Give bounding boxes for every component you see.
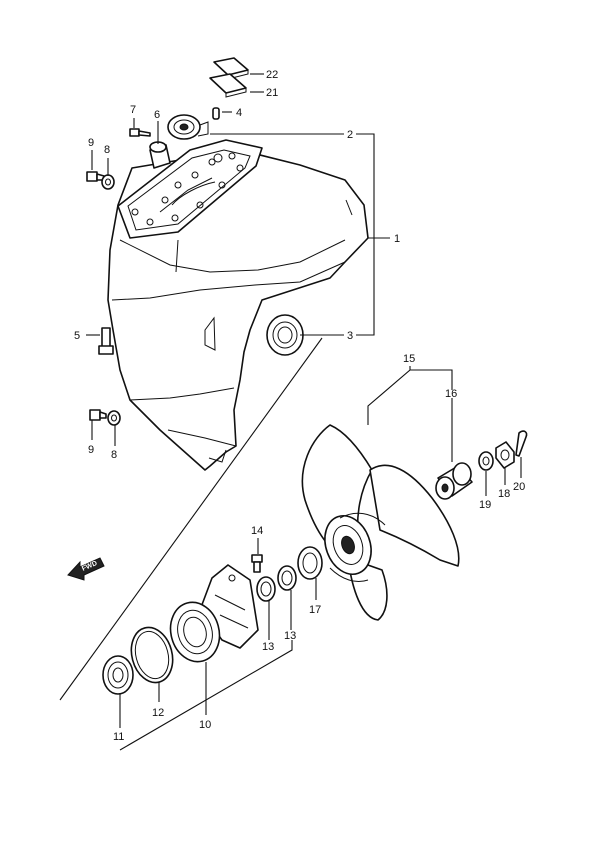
drain-screw-bottom: [89, 409, 107, 421]
callout-20: 20: [513, 481, 525, 493]
bearing-housing: [169, 564, 259, 663]
callout-22: 22: [266, 69, 278, 81]
callout-19: 19: [479, 499, 491, 511]
callout-12: 12: [152, 707, 164, 719]
forward-arrow: FWD: [67, 557, 105, 581]
propeller: [301, 424, 460, 621]
dowel-pin: [212, 107, 220, 120]
gasket-washer-top: [101, 174, 115, 190]
oil-seal-13a: [256, 576, 276, 602]
callout-15: 15: [403, 353, 415, 365]
callout-13-left: 13: [262, 641, 274, 653]
callout-6: 6: [154, 109, 160, 121]
mounting-flange-plate: [117, 139, 263, 239]
callout-7: 7: [130, 104, 136, 116]
callout-labels: 22 21 4 7 6 2 9 8 1 5 3 15 16 9 8 18 20 …: [74, 69, 525, 743]
callout-10: 10: [199, 719, 211, 731]
gasket-washer-bottom: [107, 410, 121, 426]
oil-seal-17: [297, 546, 323, 580]
callout-2: 2: [347, 129, 353, 141]
propeller-spacer: [435, 462, 473, 500]
shim-21: [209, 73, 247, 98]
oil-seal-3: [266, 314, 304, 356]
ball-bearing: [167, 114, 209, 140]
callout-8-top: 8: [104, 144, 110, 156]
callout-4: 4: [236, 107, 242, 119]
bolt-14: [251, 554, 263, 573]
bushing: [149, 141, 171, 169]
callout-11: 11: [113, 731, 124, 743]
propeller-nut: [495, 441, 515, 469]
callout-13-right: 13: [284, 630, 296, 642]
callout-1: 1: [394, 233, 400, 245]
callout-14: 14: [251, 525, 263, 537]
ball-bearing-11: [102, 655, 134, 695]
callout-5: 5: [74, 330, 80, 342]
callout-3: 3: [347, 330, 353, 342]
callout-18: 18: [498, 488, 510, 500]
callout-9-top: 9: [88, 137, 94, 149]
callout-21: 21: [266, 87, 278, 99]
cotter-pin: [515, 430, 528, 457]
callout-16: 16: [445, 388, 457, 400]
washer-19: [478, 451, 494, 471]
callout-17: 17: [309, 604, 321, 616]
leader-lines: [86, 73, 522, 751]
bolt-5: [98, 327, 114, 355]
bolt-7: [129, 128, 151, 137]
callout-9-bottom: 9: [88, 444, 94, 456]
drain-screw-top: [86, 171, 105, 182]
callout-8-bottom: 8: [111, 449, 117, 461]
assembly-boundary-line: [59, 337, 323, 701]
oil-seal-13b: [277, 565, 297, 591]
